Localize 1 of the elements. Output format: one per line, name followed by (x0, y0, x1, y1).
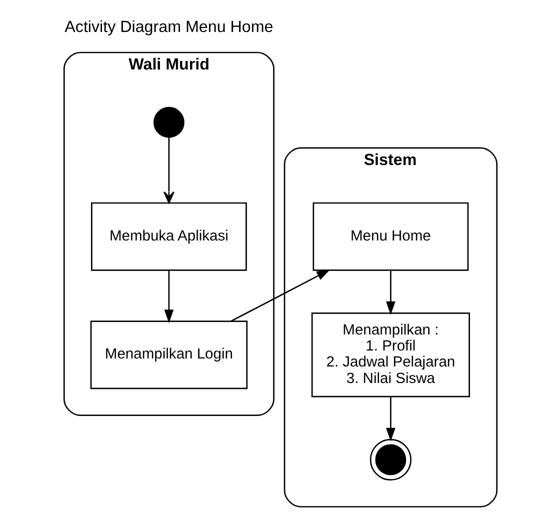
diagram-title: Activity Diagram Menu Home (64, 18, 273, 36)
